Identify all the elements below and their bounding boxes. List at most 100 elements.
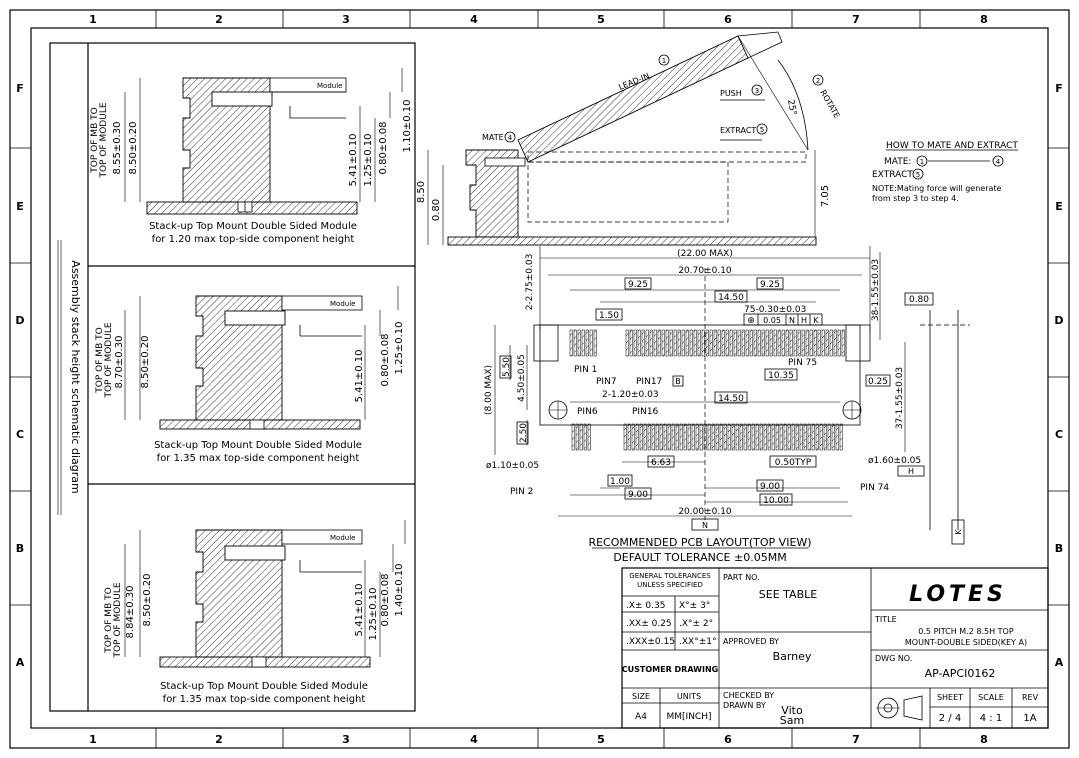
zone-col-4-bottom: 4 — [470, 733, 478, 746]
connector-pad — [637, 329, 641, 357]
stackup-2-dim-d: 1.25±0.10 — [394, 322, 405, 375]
connector-pad — [753, 329, 757, 357]
tb-gen-tol-2: UNLESS SPECIFIED — [637, 581, 703, 589]
pcb-dim-050typ: 0.50TYP — [775, 458, 812, 468]
stackup-1-height: 8.55±0.30 — [112, 122, 123, 175]
connector-pad — [585, 329, 589, 357]
connector-pad — [809, 329, 813, 357]
connector-pad — [775, 423, 779, 451]
connector-pad — [825, 329, 829, 357]
connector-pad — [569, 329, 573, 357]
zone-col-8: 8 — [980, 13, 988, 26]
connector-pad — [827, 423, 831, 451]
zone-row-e: E — [16, 200, 24, 213]
connector-pad — [641, 329, 645, 357]
connector-pad — [763, 423, 767, 451]
howto-mate-to: 4 — [996, 158, 1001, 166]
pin-6-label: PIN6 — [577, 407, 598, 417]
connector-pad — [659, 423, 663, 451]
pcb-dim-160: ø1.60±0.05 — [868, 456, 921, 466]
connector-pad — [821, 329, 825, 357]
connector-pad — [667, 423, 671, 451]
angle-label: 25° — [785, 99, 798, 116]
stackup-3-dim-a: 5.41±0.10 — [354, 584, 365, 637]
pcb-dim-925b: 9.25 — [760, 280, 780, 290]
connector-pad — [829, 329, 833, 357]
stackup-3: Module TOP OF MB TO TOP OF MODULE 8.84±0… — [104, 520, 406, 705]
zone-col-1: 1 — [89, 13, 97, 26]
connector-pad — [807, 423, 811, 451]
pin-74-label: PIN 74 — [860, 483, 889, 493]
connector-pad — [831, 423, 835, 451]
pad-row-top — [569, 329, 845, 357]
connector-pad — [643, 423, 647, 451]
layout-title: RECOMMENDED PCB LAYOUT(TOP VIEW) — [588, 536, 811, 549]
zone-col-4: 4 — [470, 13, 478, 26]
pcb-dim-275: 2-2.75±0.03 — [525, 254, 535, 311]
pcb-dim-025: 0.25 — [868, 377, 888, 387]
connector-pad — [715, 423, 719, 451]
step-3-marker: 3 — [755, 87, 759, 95]
connector-pad — [785, 329, 789, 357]
howto-extract-step: 5 — [916, 171, 920, 179]
zone-row-d: D — [15, 314, 24, 327]
gdt-datum-k: K — [813, 316, 819, 325]
connector-pad — [675, 423, 679, 451]
tb-sheet: 2 / 4 — [939, 713, 961, 724]
tb-title-2: MOUNT-DOUBLE SIDED(KEY A) — [905, 638, 1027, 647]
connector-pad — [629, 329, 633, 357]
zone-row-b-right: B — [1055, 542, 1063, 555]
pcb-dim-155b: 37-1.55±0.03 — [895, 367, 905, 429]
stackup-3-dim-total: 8.50±0.20 — [142, 574, 153, 627]
connector-pad — [823, 423, 827, 451]
assembly-title: Assembly stack height schematic diagram — [69, 260, 82, 493]
connector-pad — [729, 329, 733, 357]
pcb-layout: (22.00 MAX) 20.70±0.10 9.25 9.25 14.50 7… — [484, 246, 970, 564]
connector-pad — [755, 423, 759, 451]
connector-pad — [705, 329, 709, 357]
stackup-1-caption-2: for 1.20 max top-side component height — [152, 234, 355, 245]
tb-tol-x: .X± 0.35 — [626, 601, 665, 611]
connector-pad — [645, 329, 649, 357]
stackup-2-mb-label-2: TOP OF MODULE — [104, 322, 114, 398]
connector-pad — [655, 423, 659, 451]
howto-extract: EXTRACT: — [872, 170, 915, 180]
pcb-dim-8max: (8.00 MAX) — [484, 365, 494, 415]
pcb-dim-2070: 20.70±0.10 — [678, 266, 732, 276]
pcb-dim-1035: 10.35 — [768, 371, 794, 381]
connector-pad — [695, 423, 699, 451]
connector-pad — [647, 423, 651, 451]
pcb-dim-900b: 9.00 — [760, 482, 780, 492]
pin-7-label: PIN7 — [596, 377, 617, 387]
connector-pad — [587, 423, 591, 451]
tb-drawn: Sam — [780, 714, 804, 727]
connector-pad — [791, 423, 795, 451]
zone-row-b: B — [16, 542, 24, 555]
zone-row-a: A — [16, 656, 25, 669]
pcb-dim-2000: 20.00±0.10 — [678, 507, 732, 517]
pcb-dim-663: 6.63 — [651, 458, 671, 468]
zone-col-2-bottom: 2 — [215, 733, 223, 746]
stackup-2-module-label: Module — [330, 300, 355, 308]
side-dim-850: 8.50 — [416, 181, 427, 203]
connector-pad — [803, 423, 807, 451]
pin-16-label: PIN16 — [632, 407, 659, 417]
stackup-2-dim-total: 8.50±0.20 — [140, 336, 151, 389]
connector-pad — [653, 329, 657, 357]
connector-pad — [719, 423, 723, 451]
extract-label: EXTRACT — [720, 126, 756, 135]
connector-pad — [679, 423, 683, 451]
tb-tol-x-ang: X°± 3° — [679, 601, 710, 611]
connector-pad — [801, 329, 805, 357]
zone-row-c: C — [16, 428, 24, 441]
connector-pad — [635, 423, 639, 451]
zone-col-6: 6 — [724, 13, 732, 26]
connector-pad — [575, 423, 579, 451]
zone-row-e-right: E — [1055, 200, 1063, 213]
tb-checked: Vito — [781, 704, 803, 717]
tb-customer-drawing: CUSTOMER DRAWING — [622, 665, 718, 674]
stackup-2-dim-b: 0.80±0.08 — [380, 334, 391, 387]
connector-pad — [835, 423, 839, 451]
pcb-dim-900a: 9.00 — [628, 490, 648, 500]
connector-pad — [783, 423, 787, 451]
